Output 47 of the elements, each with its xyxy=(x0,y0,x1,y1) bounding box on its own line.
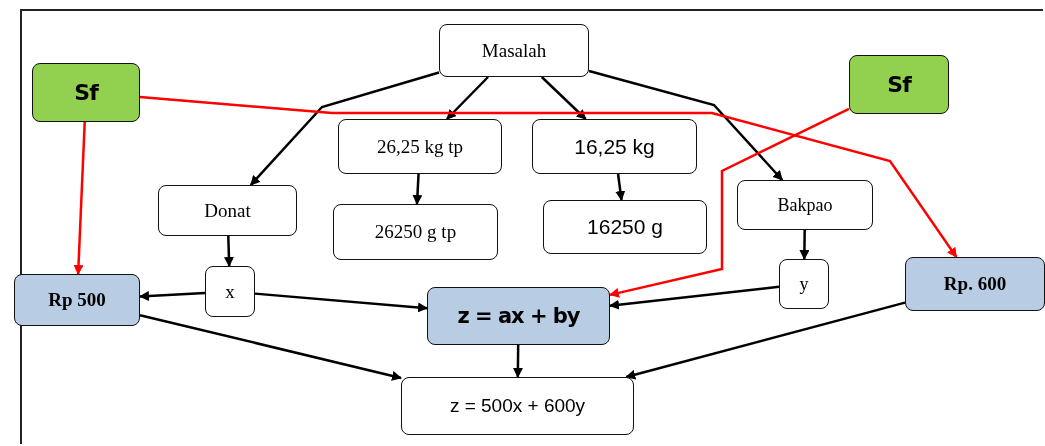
box-label: Bakpao xyxy=(777,194,833,216)
arrow xyxy=(139,313,402,381)
process-box xyxy=(543,200,707,254)
arrow xyxy=(139,95,958,258)
process-box xyxy=(333,204,498,260)
arrow xyxy=(609,107,850,298)
process-box xyxy=(905,257,1045,311)
process-box xyxy=(427,287,610,345)
arrow xyxy=(588,69,784,181)
process-box xyxy=(32,63,140,122)
box-label: Masalah xyxy=(481,39,547,62)
box-label: 16,25 kg xyxy=(574,134,655,159)
box-label: Donat xyxy=(204,199,251,222)
process-box xyxy=(779,259,829,309)
box-label: x xyxy=(225,280,235,303)
arrow xyxy=(540,76,587,120)
box-label: Sf xyxy=(887,72,911,97)
process-box xyxy=(401,377,634,435)
arrow xyxy=(799,230,810,260)
box-label: 16250 g xyxy=(587,215,663,239)
process-box xyxy=(338,119,502,174)
arrow xyxy=(412,173,423,205)
box-label: Sf xyxy=(74,80,98,105)
box-label: 26,25 kg tp xyxy=(377,135,463,158)
arrow xyxy=(139,291,206,301)
process-box xyxy=(849,55,949,114)
arrow xyxy=(625,301,906,380)
box-label: y xyxy=(799,273,809,295)
arrow xyxy=(615,173,626,201)
box-label: z = ax + by xyxy=(457,304,580,328)
box-label: z = 500x + 600y xyxy=(449,395,586,417)
process-box xyxy=(439,24,589,77)
box-label: 26250 g tp xyxy=(374,221,457,243)
process-box xyxy=(14,274,140,326)
box-label: Rp. 600 xyxy=(943,273,1007,295)
arrow xyxy=(609,285,780,310)
arrow xyxy=(73,121,86,275)
arrow xyxy=(446,76,489,120)
box-label: Rp 500 xyxy=(48,289,106,311)
arrow xyxy=(223,235,234,267)
arrow xyxy=(254,292,428,313)
arrow xyxy=(512,345,523,378)
process-box xyxy=(158,185,297,236)
process-box xyxy=(737,180,873,230)
process-box xyxy=(532,119,697,174)
arrow xyxy=(249,71,440,186)
process-box xyxy=(205,266,255,317)
